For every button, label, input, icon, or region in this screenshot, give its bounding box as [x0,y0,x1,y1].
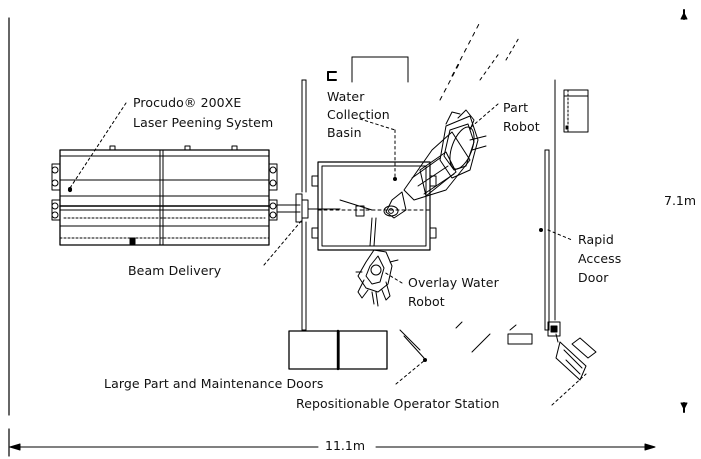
entry-marks [399,321,517,359]
part-robot-label-line1: Part [503,100,529,115]
control-cabinet [563,89,589,133]
operator-station [555,333,597,381]
rapid-door-label-line2: Access [578,251,622,266]
maintenance-doors [288,329,388,371]
water-collection-basin [311,161,437,251]
beam-delivery-label: Beam Delivery [128,263,222,278]
operator-station-label: Repositionable Operator Station [296,396,500,411]
width-dimension-line [8,428,656,457]
rapid-door-label-line3: Door [578,270,609,285]
overlay-robot-label-line2: Robot [408,294,445,309]
part-robot [383,109,487,219]
leader-dots [68,177,543,362]
width-dimension-label: 11.1m [322,438,369,453]
beam-delivery-tube [276,193,341,223]
height-dimension-arrows [680,9,688,413]
water-basin-label-line1: Water [327,89,365,104]
water-basin-label-line3: Basin [327,125,362,140]
overlay-robot-label-line1: Overlay Water [408,275,499,290]
laser-system-label-line2: Laser Peening System [133,115,274,130]
enclosure-walls [301,21,556,331]
height-dimension-label: 7.1m [664,193,697,208]
leader-lines [69,102,587,406]
rapid-access-door-panel [507,321,561,345]
maintenance-doors-label: Large Part and Maintenance Doors [104,376,324,391]
laser-system-label-line1: Procudo® 200XE [133,95,242,110]
part-robot-label-line2: Robot [503,119,540,134]
laser-peening-system [51,145,278,246]
overlay-water-robot [355,217,399,307]
rapid-door-label-line1: Rapid [578,232,614,247]
water-basin-label-line2: Collection [327,107,390,122]
